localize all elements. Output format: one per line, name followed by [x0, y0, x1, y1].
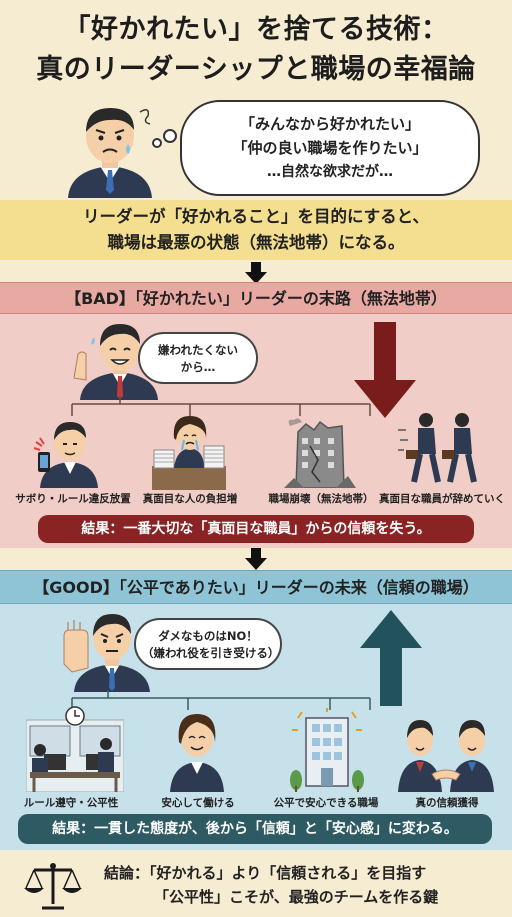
down-arrow-icon-2: [245, 548, 267, 570]
smiling-leader-illustration: [73, 324, 158, 400]
conclusion-area: 結論：「好かれる」より「信頼される」を目指す 「公平性」こそが、最強のチームを作…: [0, 854, 512, 917]
good-speech-line-1: ダメなものはNO！: [158, 629, 258, 643]
bad-speech-bubble: 嫌われたくない から…: [138, 332, 258, 384]
warning-line-2: 職場は最悪の状態（無法地帯）になる。: [107, 233, 405, 252]
thought-bubble: 「みんなから好かれたい」 「仲の良い職場を作りたい」 …自然な欲求だが…: [180, 100, 480, 196]
good-caption-1: ルール遵守・公平性: [23, 797, 119, 809]
thought-dot-medium: [163, 129, 177, 143]
good-speech-bubble: ダメなものはNO！ （嫌われ役を引き受ける）: [134, 618, 282, 670]
title-line-1: 「好かれたい」を捨てる技術：: [63, 14, 449, 45]
good-result-banner: 結果：一貫した態度が、後から「信頼」と「安心感」に変わる。: [18, 814, 492, 844]
thought-dot-small: [152, 138, 162, 148]
collapsed-building-illustration: [284, 418, 356, 488]
bad-caption-1: サボり・ルール違反放置: [15, 493, 131, 505]
firm-leader-illustration: [63, 614, 150, 692]
handshake-illustration: [398, 720, 494, 792]
good-caption-2: 安心して働ける: [161, 797, 235, 809]
down-arrow-icon: [245, 262, 267, 284]
thought-line-3: …自然な欲求だが…: [267, 164, 393, 180]
good-caption-3: 公平で安心できる職場: [273, 797, 379, 809]
scales-icon: [24, 863, 82, 910]
overloaded-worker-illustration: [152, 416, 226, 490]
bad-speech-line-2: から…: [180, 360, 216, 374]
title-line-2: 真のリーダーシップと職場の幸福論: [36, 54, 476, 85]
bad-branch-lines: [71, 396, 371, 416]
orderly-office-illustration: [26, 706, 124, 792]
title-area: 「好かれたい」を捨てる技術： 真のリーダーシップと職場の幸福論: [0, 0, 512, 100]
big-teal-up-arrow-icon: [360, 610, 422, 706]
bad-result-banner: 結果：一番大切な「真面目な職員」からの信頼を失う。: [38, 515, 474, 543]
good-speech-line-2: （嫌われ役を引き受ける）: [142, 646, 280, 660]
thought-line-2: 「仲の良い職場を作りたい」: [232, 139, 428, 157]
leaving-staff-illustration: [398, 413, 477, 483]
bad-speech-line-1: 嫌われたくない: [158, 343, 238, 357]
stable-building-illustration: [290, 708, 364, 792]
relieved-worker-illustration: [170, 714, 224, 792]
warning-band: リーダーが「好かれること」を目的にすると、 職場は最悪の状態（無法地帯）になる。: [0, 200, 512, 260]
warning-line-1: リーダーが「好かれること」を目的にすると、: [82, 207, 429, 226]
bad-caption-2: 真面目な人の負担増: [142, 493, 238, 505]
conclusion-line-1: 結論：「好かれる」より「信頼される」を目指す: [104, 864, 427, 882]
bad-caption-3: 職場崩壊（無法地帯）: [268, 493, 374, 505]
bad-header: 【BAD】「好かれたい」リーダーの末路（無法地帯）: [0, 282, 512, 314]
good-caption-4: 真の信頼獲得: [415, 797, 479, 809]
phone-slacker-illustration: [33, 422, 98, 488]
worried-leader-illustration: [68, 108, 152, 198]
bad-caption-4: 真面目な職員が辞めていく: [379, 493, 505, 505]
good-header: 【GOOD】「公平でありたい」リーダーの未来（信頼の職場）: [0, 570, 512, 604]
conclusion-line-2: 「公平性」こそが、最強のチームを作る鍵: [154, 888, 439, 906]
thought-line-1: 「みんなから好かれたい」: [239, 115, 420, 133]
big-red-down-arrow-icon: [354, 322, 416, 418]
good-branch-lines: [71, 690, 371, 710]
